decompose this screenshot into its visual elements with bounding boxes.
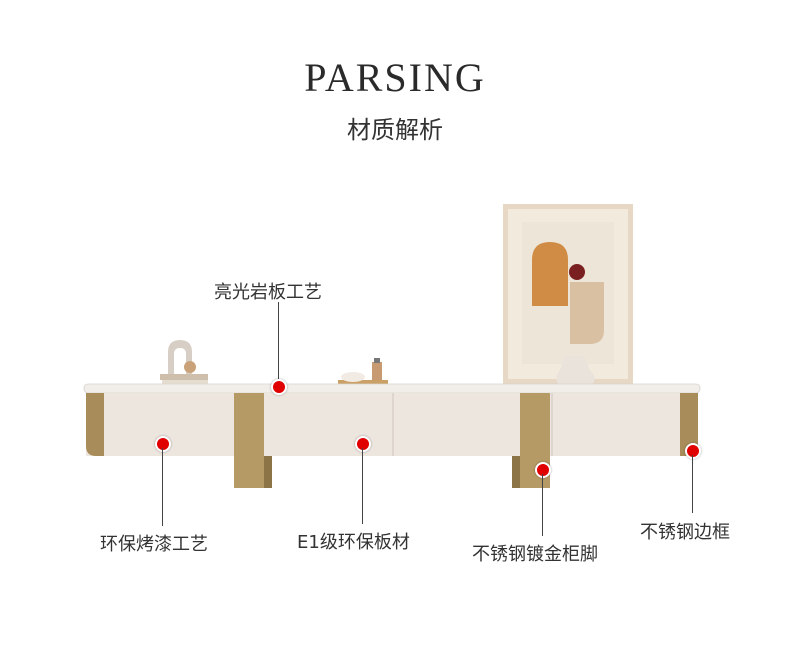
cabinet	[83, 383, 701, 488]
page-title: PARSING	[304, 55, 486, 100]
callout-marker-legs	[535, 462, 551, 478]
callout-line-top-surface	[278, 302, 279, 384]
callout-marker-board	[355, 436, 371, 452]
vase-decoration	[556, 356, 595, 388]
callout-label-paint: 环保烤漆工艺	[100, 534, 208, 555]
wall-artwork	[503, 204, 633, 384]
callout-line-board	[362, 448, 363, 524]
tray-decoration	[338, 358, 388, 386]
callout-label-board: E1级环保板材	[297, 532, 410, 553]
callout-label-frame: 不锈钢边框	[640, 522, 730, 543]
callout-line-legs	[542, 474, 543, 536]
arch-sculpture-decoration	[160, 340, 208, 386]
callout-label-legs: 不锈钢镀金柜脚	[472, 544, 598, 565]
callout-marker-frame	[685, 443, 701, 459]
callout-label-top-surface: 亮光岩板工艺	[214, 282, 322, 303]
callout-marker-top-surface	[271, 379, 287, 395]
page-subtitle: 材质解析	[347, 116, 443, 144]
callout-marker-paint	[155, 436, 171, 452]
callout-line-frame	[692, 455, 693, 513]
callout-line-paint	[162, 448, 163, 526]
